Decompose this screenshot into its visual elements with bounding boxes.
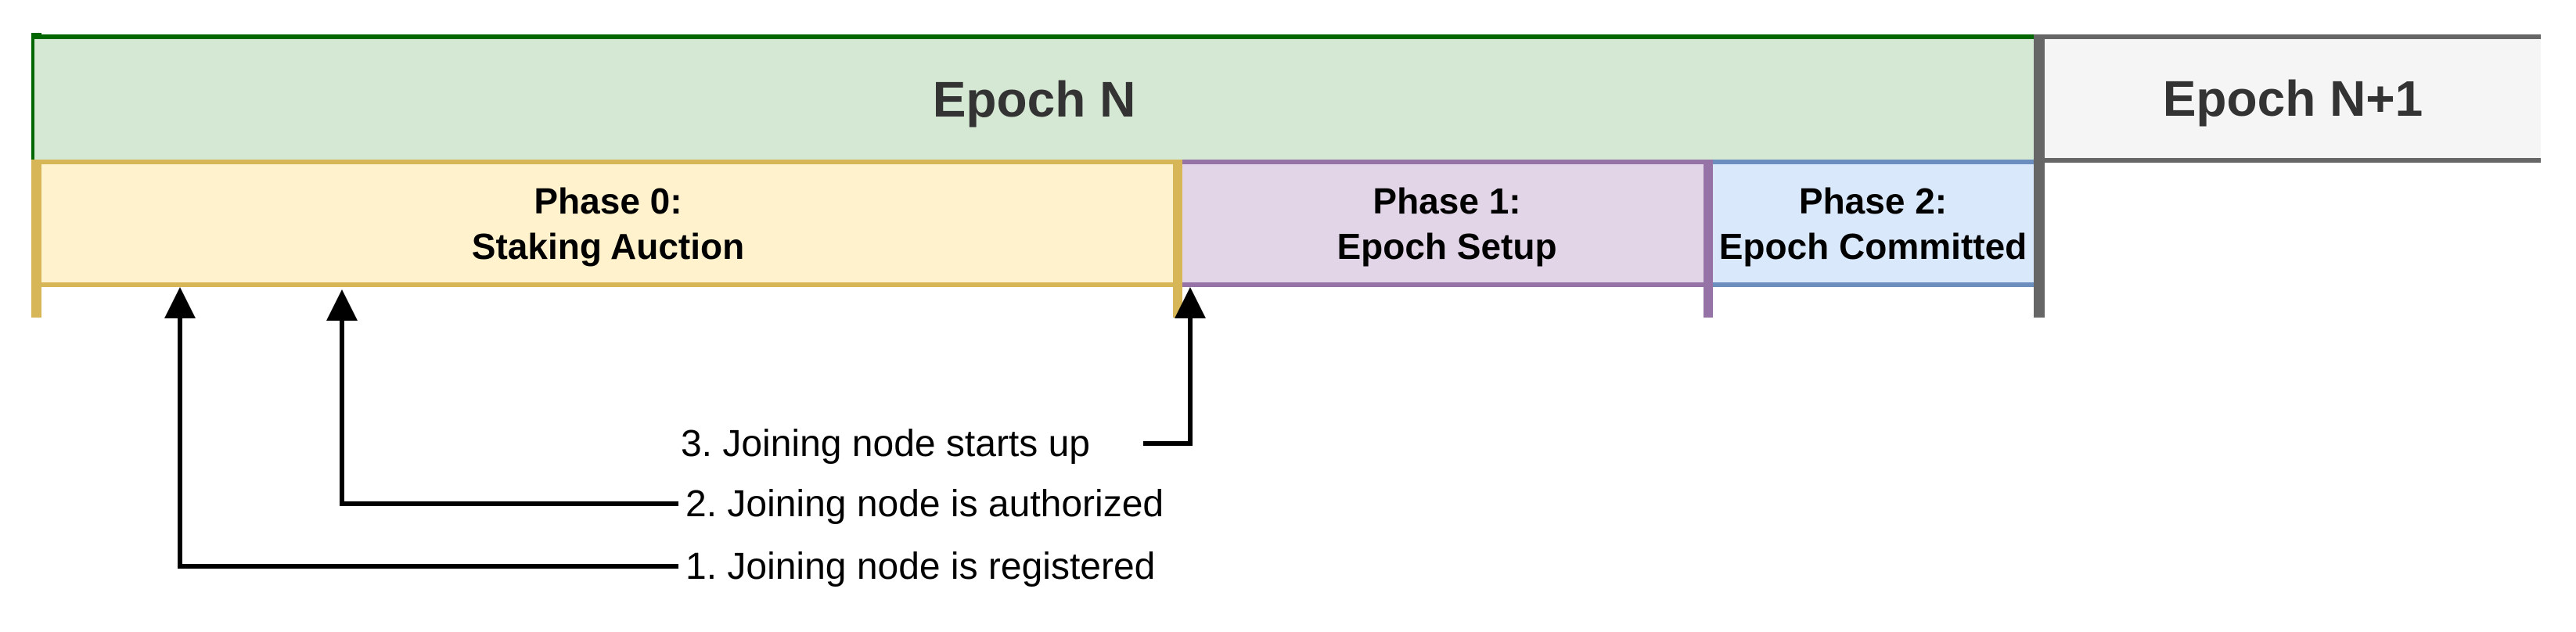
arrow-1-shaft	[178, 309, 182, 567]
arrow-1-connector-line	[178, 564, 678, 569]
arrow-3-up-arrowhead-icon	[1175, 287, 1206, 318]
phase-1-subtitle: Epoch Setup	[1337, 225, 1557, 267]
arrow-2-connector-line	[340, 501, 678, 506]
phase-0-bar: Phase 0: Staking Auction	[34, 160, 1182, 287]
epoch-n-label: Epoch N	[932, 71, 1136, 127]
epoch-n1-bar: Epoch N+1	[2045, 34, 2541, 163]
phase-0-end-marker	[1173, 160, 1182, 318]
phase-2-label: Phase 2: Epoch Committed	[1719, 178, 2027, 269]
arrow-2-up-arrowhead-icon	[326, 289, 358, 321]
phase-0-start-marker	[31, 160, 41, 318]
arrow-3-shaft	[1188, 309, 1193, 446]
phase-1-label: Phase 1: Epoch Setup	[1337, 178, 1556, 269]
annotation-node-registered: 1. Joining node is registered	[685, 546, 1156, 587]
epoch-n-bar: Epoch N	[34, 34, 2034, 160]
epoch-n1-label: Epoch N+1	[2162, 70, 2423, 127]
arrow-2-shaft	[340, 311, 344, 506]
phase-0-title: Phase 0:	[534, 180, 682, 221]
phase-1-end-marker	[1704, 160, 1713, 318]
phase-0-subtitle: Staking Auction	[471, 225, 745, 267]
annotation-node-starts-up: 3. Joining node starts up	[680, 423, 1090, 465]
phase-2-subtitle: Epoch Committed	[1718, 225, 2027, 267]
arrow-3-connector-line	[1143, 441, 1193, 446]
phase-2-title: Phase 2:	[1798, 180, 1948, 221]
phase-1-bar: Phase 1: Epoch Setup	[1182, 160, 1712, 287]
phase-1-title: Phase 1:	[1373, 180, 1521, 221]
epoch-boundary-divider	[2034, 34, 2045, 318]
phase-2-bar: Phase 2: Epoch Committed	[1712, 160, 2034, 287]
annotation-node-authorized: 2. Joining node is authorized	[685, 483, 1164, 525]
phase-0-label: Phase 0: Staking Auction	[472, 178, 744, 269]
arrow-1-up-arrowhead-icon	[164, 287, 196, 318]
